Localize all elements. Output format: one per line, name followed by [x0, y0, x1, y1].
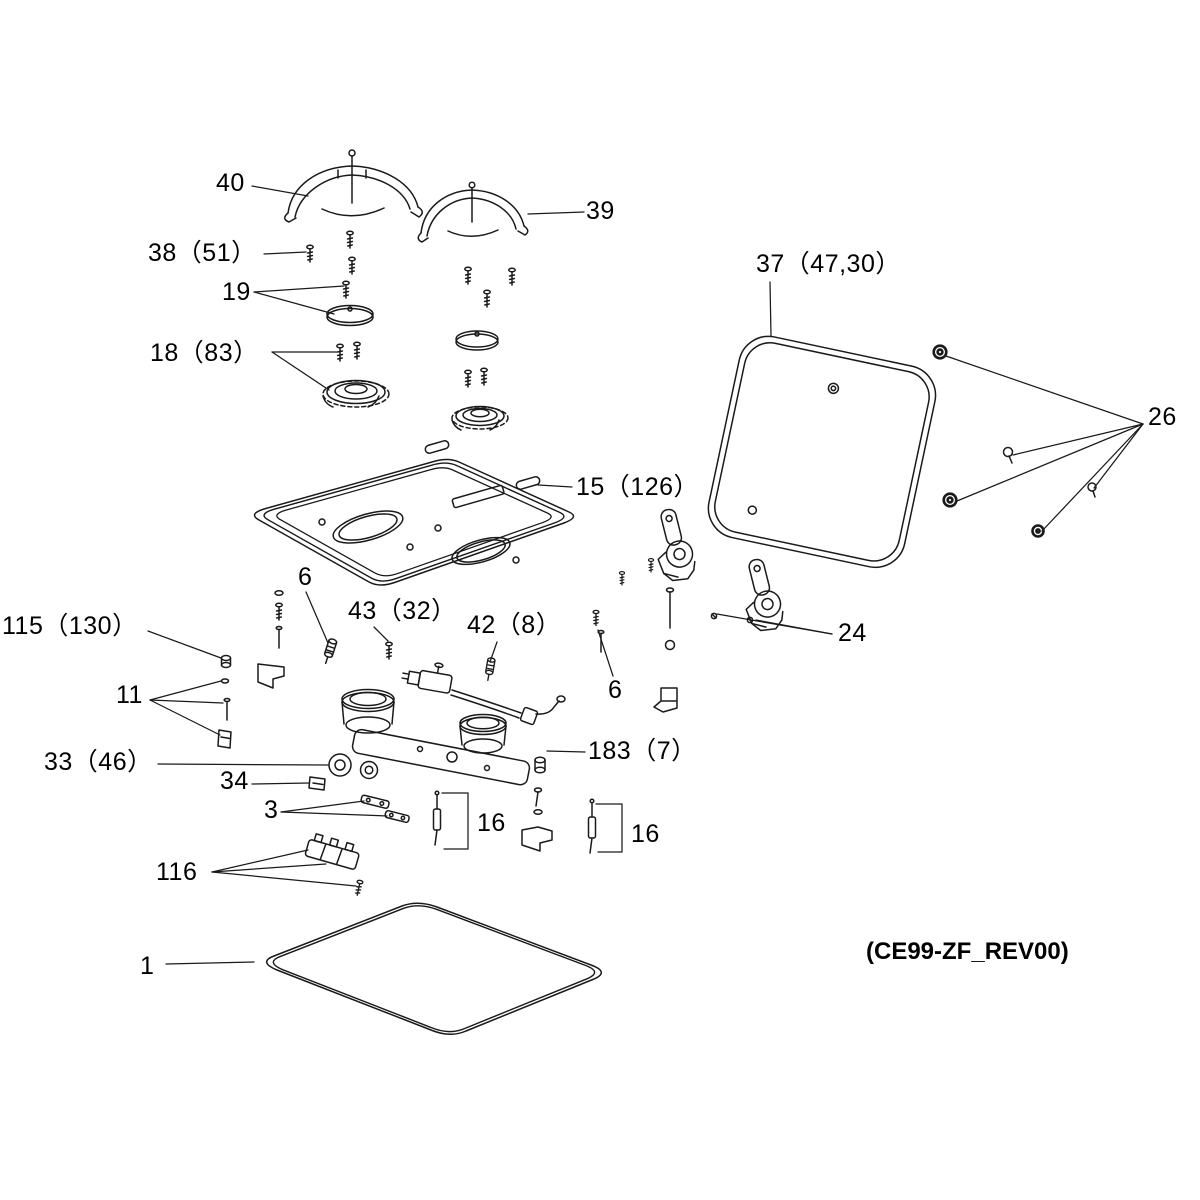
- cooktop-tray: [253, 458, 575, 586]
- part-label-18: 18（83）: [150, 339, 259, 367]
- lid-screw-b: [1087, 482, 1097, 498]
- hinge-screw-b: [746, 616, 754, 624]
- burner-ring-left: [326, 304, 374, 327]
- drawing-code: (CE99-ZF_REV00): [866, 938, 1069, 965]
- part-label-6a: 6: [298, 563, 313, 591]
- part-label-42: 42（8）: [467, 611, 562, 639]
- part-115: [220, 654, 232, 669]
- part-label-24: 24: [838, 619, 867, 647]
- leader-lines: [147, 185, 1144, 965]
- electrode-left: [432, 790, 442, 846]
- strip-3a: [360, 794, 390, 810]
- part-label-34: 34: [220, 767, 249, 795]
- part-label-39: 39: [586, 197, 615, 225]
- hinge-screw-a: [710, 612, 718, 620]
- part-label-37: 37（47,30）: [756, 250, 901, 278]
- burner-body-left: [322, 379, 390, 408]
- part-label-38: 38（51）: [148, 239, 257, 267]
- burner-ring-right: [455, 330, 499, 351]
- grommet-icon: [932, 344, 948, 360]
- knob-bezel-a: [328, 753, 352, 777]
- glass-lid: [707, 335, 937, 569]
- clip-34: [308, 776, 326, 791]
- part-label-19: 19: [222, 278, 251, 306]
- bracket-16: [521, 809, 553, 852]
- grommet-icon: [942, 492, 958, 508]
- lid-seal: [266, 902, 602, 1035]
- part-label-33: 33（46）: [44, 748, 153, 776]
- pad-clip-a: [424, 440, 450, 454]
- part-label-6b: 6: [608, 676, 623, 704]
- electrode-right: [587, 798, 597, 854]
- spark-generator: [304, 833, 360, 870]
- valve-assembly: [341, 662, 566, 786]
- connector-small: [533, 756, 546, 807]
- part-label-183: 183（7）: [588, 737, 697, 765]
- injector-6: [321, 637, 339, 666]
- injector-42: [483, 656, 496, 682]
- hinge-right: [734, 555, 788, 636]
- part-label-15: 15（126）: [576, 473, 700, 501]
- pan-support-right: [417, 181, 529, 243]
- strip-3b: [384, 809, 410, 824]
- part-label-115: 115（130）: [2, 612, 138, 640]
- part-label-116: 116: [156, 858, 198, 886]
- burner-body-right: [451, 405, 509, 431]
- part-label-16b: 16: [631, 820, 660, 848]
- part-label-40: 40: [216, 169, 245, 197]
- pad-clip-b: [515, 476, 541, 490]
- knob-bezel-b: [359, 760, 379, 780]
- pan-support-left: [284, 149, 423, 223]
- part-label-43: 43（32）: [348, 597, 457, 625]
- left-small-parts: [257, 590, 285, 689]
- part-label-11: 11: [116, 681, 143, 709]
- lid-nut: [1031, 524, 1045, 538]
- part-label-1: 1: [140, 952, 155, 980]
- lid-screw-a: [1002, 446, 1014, 464]
- thermocouple-right-parts: [592, 587, 678, 713]
- part-11-set: [217, 678, 232, 749]
- screw-43: [385, 641, 393, 660]
- hinge-left: [646, 505, 700, 586]
- part-label-3: 3: [264, 796, 279, 824]
- part-label-16a: 16: [477, 809, 506, 837]
- part-label-26: 26: [1148, 403, 1177, 431]
